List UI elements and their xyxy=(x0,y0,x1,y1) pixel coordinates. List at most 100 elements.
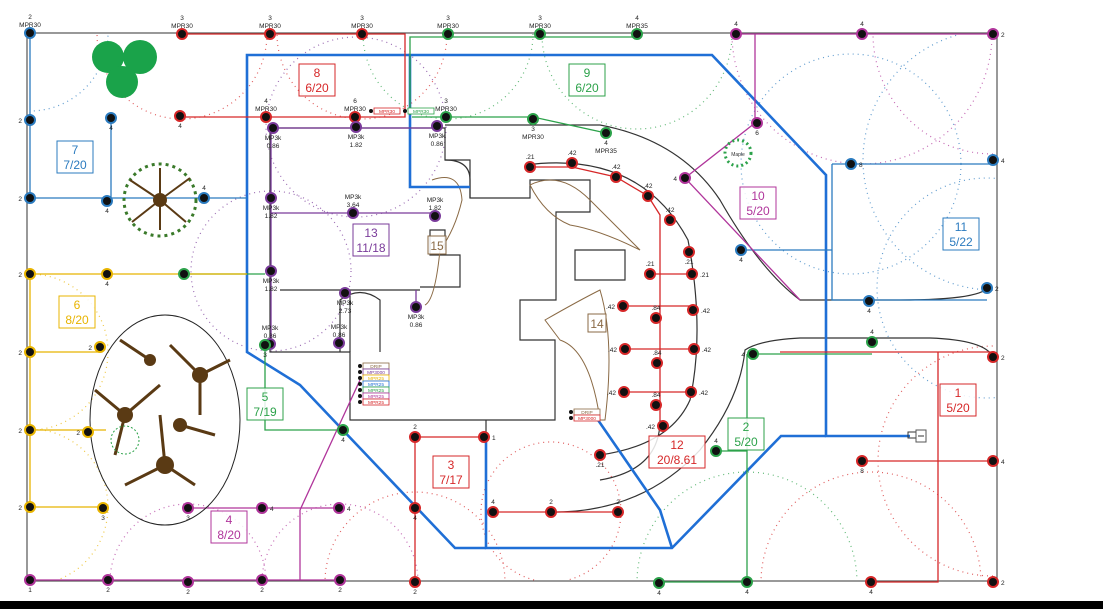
valve-label[interactable]: MP3000 xyxy=(569,414,601,422)
zone-label-2[interactable]: 25/20 xyxy=(727,417,765,451)
sprinkler-head[interactable]: .42 xyxy=(688,343,711,355)
sprinkler-head[interactable]: 4 xyxy=(987,455,1005,467)
sprinkler-head[interactable]: 1 xyxy=(478,431,496,443)
zone-label-8[interactable]: 86/20 xyxy=(298,63,336,97)
sprinkler-head[interactable]: .42 xyxy=(607,386,630,398)
sprinkler-head[interactable]: 2 xyxy=(545,499,557,518)
sprinkler-head[interactable]: 2 xyxy=(409,424,421,443)
valve-label[interactable]: MPR25 xyxy=(358,398,390,406)
sprinkler-head[interactable]: 2 xyxy=(182,576,194,596)
zone-label-6[interactable]: 68/20 xyxy=(58,295,96,329)
sprinkler-head[interactable]: 4 xyxy=(735,244,747,264)
sprinkler-head[interactable]: 4 xyxy=(653,577,665,597)
sprinkler-head[interactable]: .84 xyxy=(651,350,663,369)
sprinkler-head[interactable]: .42 xyxy=(646,420,669,432)
sprinkler-head[interactable]: .21 xyxy=(524,154,536,173)
sprinkler-head[interactable]: .42 xyxy=(664,207,676,226)
sprinkler-head[interactable]: .42 xyxy=(566,150,578,169)
zone-label-9[interactable]: 96/20 xyxy=(568,63,606,97)
sprinkler-head[interactable]: 4 xyxy=(866,329,878,348)
zone-label-4[interactable]: 48/20 xyxy=(210,510,248,544)
controller-icon[interactable] xyxy=(907,429,927,443)
sprinkler-head[interactable]: 4 xyxy=(333,502,351,514)
sprinkler-head[interactable]: 8 xyxy=(856,455,868,475)
zone-label-15[interactable]: 15 xyxy=(427,235,447,255)
sprinkler-head[interactable]: 4 xyxy=(198,185,210,204)
sprinkler-head[interactable]: 4 xyxy=(863,295,875,315)
zone-label-14[interactable]: 14 xyxy=(587,313,607,333)
sprinkler-head[interactable]: .42 xyxy=(610,164,622,183)
zone-label-3[interactable]: 37/17 xyxy=(432,455,470,489)
zone-label-7[interactable]: 77/20 xyxy=(56,140,94,174)
sprinkler-head[interactable]: 2 xyxy=(76,426,94,438)
sprinkler-head[interactable]: 4 xyxy=(487,499,499,518)
sprinkler-head[interactable]: 2 xyxy=(987,576,1005,588)
sprinkler-head[interactable]: 4 xyxy=(730,21,742,40)
sprinkler-head[interactable] xyxy=(178,268,190,280)
sprinkler-head[interactable]: 4 xyxy=(174,110,186,130)
sprinkler-head[interactable]: 2 xyxy=(987,351,1005,363)
sprinkler-head[interactable]: .84 xyxy=(650,392,662,411)
sprinkler-head[interactable]: 3 xyxy=(259,339,271,359)
sprinkler-head[interactable]: 4 xyxy=(673,172,691,184)
sprinkler-head[interactable]: 4 xyxy=(710,438,722,457)
sprinkler-head[interactable]: 8 xyxy=(845,158,863,170)
sprinkler-head[interactable]: .42 xyxy=(606,300,629,312)
sprinkler-head[interactable]: 4 xyxy=(741,348,759,360)
sprinkler-head[interactable]: .21 xyxy=(683,246,695,266)
sprinkler-head[interactable]: 4 xyxy=(101,268,113,288)
sprinkler-head[interactable]: 4 xyxy=(409,502,421,522)
sprinkler-head[interactable]: .42 xyxy=(685,386,708,398)
zone-label-10[interactable]: 105/20 xyxy=(739,186,777,220)
sprinkler-head[interactable]: 6 xyxy=(751,117,763,137)
sprinkler-head[interactable]: 2 xyxy=(256,574,268,594)
sprinkler-head[interactable]: .42 xyxy=(608,343,631,355)
zone-label-1[interactable]: 15/20 xyxy=(939,383,977,417)
sprinkler-head[interactable]: 2 xyxy=(88,341,106,353)
sprinkler-head[interactable]: 2 xyxy=(18,268,36,280)
sprinkler-head[interactable]: 4 xyxy=(987,154,1005,166)
sprinkler-head[interactable]: 2 xyxy=(612,499,624,518)
sprinkler-head[interactable]: .21 xyxy=(594,449,606,469)
sprinkler-head[interactable]: .21 xyxy=(686,268,709,280)
sprinkler-head[interactable]: 4 xyxy=(856,21,868,40)
sprinkler-head[interactable]: .21 xyxy=(644,261,656,280)
sprinkler-head[interactable]: 1 xyxy=(24,574,36,594)
sprinkler-head[interactable]: 3 xyxy=(182,502,194,522)
sprinkler-head[interactable]: 4 xyxy=(256,502,274,514)
sprinkler-head[interactable]: 4 xyxy=(337,424,349,444)
sprinkler-head[interactable]: 4 xyxy=(105,112,117,132)
valve-label[interactable]: MPR30 xyxy=(369,107,401,115)
sprinkler-head[interactable]: 2 xyxy=(18,424,36,436)
sprinkler-head[interactable]: 2 xyxy=(409,576,421,596)
sprinkler-head[interactable]: 3 xyxy=(97,502,109,522)
sprinkler-head[interactable]: 4 xyxy=(865,576,877,596)
sprinkler-head[interactable]: 2 xyxy=(18,192,36,204)
sprinkler-head[interactable]: 2 xyxy=(102,574,114,594)
zone-label-11[interactable]: 115/22 xyxy=(942,217,980,251)
sprinkler-head[interactable]: 2 xyxy=(981,282,999,294)
valve-label[interactable]: MPR30 xyxy=(403,107,435,115)
